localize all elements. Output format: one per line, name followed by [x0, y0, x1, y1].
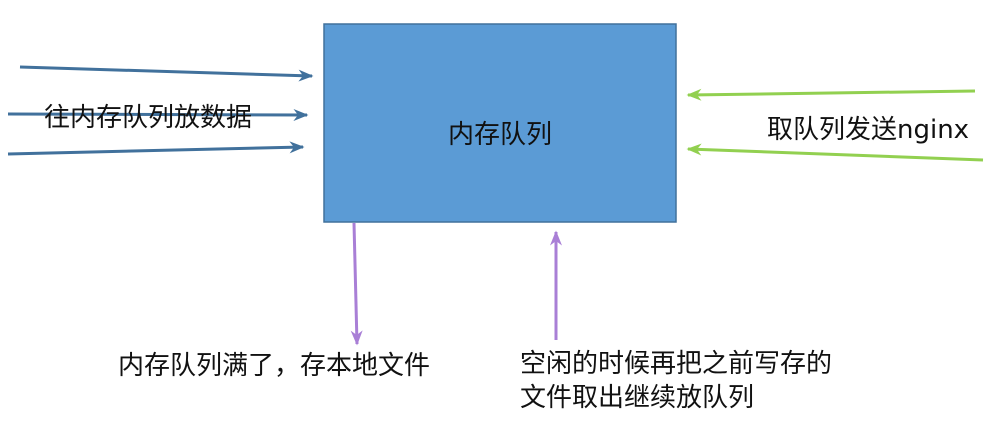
- output-arrow-2: [686, 143, 984, 162]
- overflow-arrow: [350, 222, 363, 346]
- memory-queue-box: [323, 23, 677, 223]
- read-out-label: 取队列发送nginx: [767, 115, 970, 145]
- write-in-label: 往内存队列放数据: [44, 103, 253, 133]
- output-arrow-1: [686, 88, 976, 101]
- input-arrow-2: [7, 108, 309, 121]
- reload-label: 空闲的时候再把之前写存的文件取出继续放队列: [520, 349, 833, 413]
- memory-queue-label: 内存队列: [447, 120, 552, 150]
- input-arrow-3: [7, 141, 305, 156]
- overflow-label: 内存队列满了，存本地文件: [118, 351, 431, 381]
- input-arrow-1: [19, 65, 314, 82]
